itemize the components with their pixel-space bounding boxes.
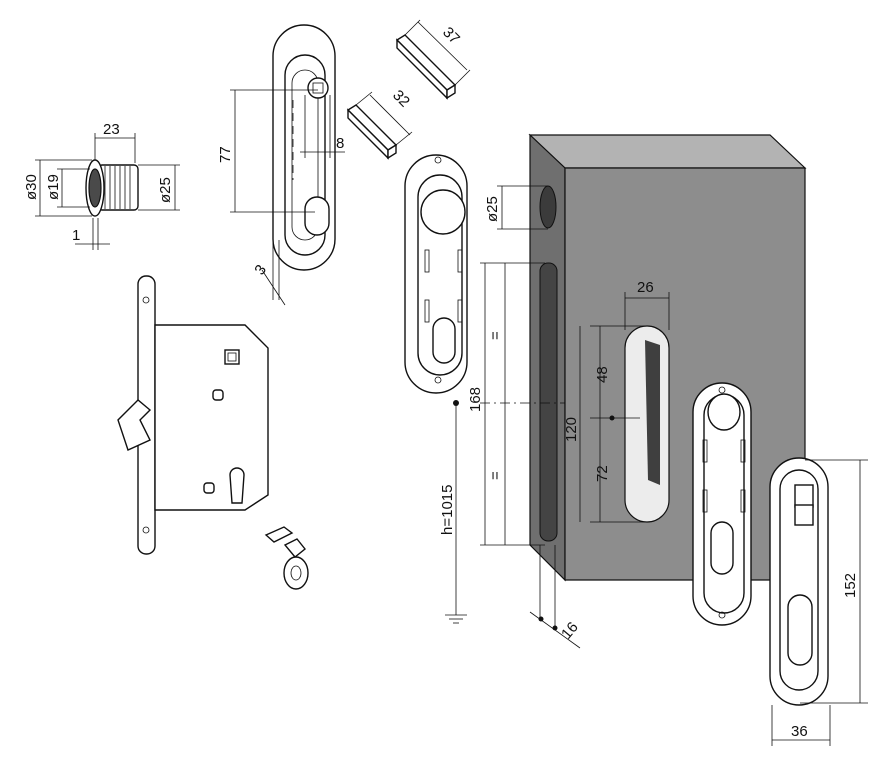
dim-plate-height: 152: [842, 573, 859, 598]
dim-escutcheon-flange: 1: [72, 227, 80, 244]
spindle-long: [395, 34, 457, 100]
dim-lower-len: 72: [594, 465, 611, 482]
pull-handle-middle: [404, 154, 468, 394]
dim-pull-thickness: 3: [251, 262, 270, 279]
pull-knob: [307, 77, 329, 99]
dim-center-span: 120: [563, 417, 580, 442]
key: [264, 526, 309, 590]
dim-escutcheon-width: 23: [103, 121, 120, 138]
middle-knob: [420, 189, 466, 235]
dim-upper-len: 48: [594, 366, 611, 383]
dim-handle-height: h=1015: [439, 485, 456, 535]
dim-pull-offset: 8: [336, 135, 344, 152]
block-top-face: [528, 134, 807, 169]
dim-spindle-long: 37: [439, 24, 463, 48]
dim-equal-top: =: [487, 331, 504, 340]
escutcheon-cup: [85, 159, 139, 217]
dim-escutcheon-inner-dia: ø19: [45, 174, 62, 200]
mortise-lock: [117, 275, 269, 555]
dim-slot-width: 26: [637, 279, 654, 296]
dim-plate-width: 36: [791, 723, 808, 740]
dim-pull-height: 77: [217, 146, 234, 163]
side-groove: [539, 262, 558, 542]
dim-edge-offset: 16: [558, 619, 582, 643]
spindle-hole: [539, 185, 557, 229]
cup-opening: [88, 168, 102, 208]
spindle-short: [346, 104, 398, 160]
pull-handle-top: [272, 24, 336, 271]
pull-oval: [304, 196, 330, 236]
lock-case: [154, 324, 269, 511]
dim-equal-bottom: =: [487, 471, 504, 480]
dim-spindle-short: 32: [389, 87, 413, 111]
pull-plate-front: [769, 457, 829, 706]
dimension-lines: [35, 19, 868, 746]
dim-hole-dia: ø25: [484, 196, 501, 222]
door-block: [528, 133, 807, 582]
slot-shadow: [645, 340, 660, 485]
pull-handle-angled: [692, 382, 752, 626]
keyhole: [229, 467, 245, 504]
dim-escutcheon-outer-dia: ø30: [23, 174, 40, 200]
hook-bolt: [117, 399, 152, 451]
dim-escutcheon-body-dia: ø25: [157, 177, 174, 203]
spindle-square: [224, 349, 240, 365]
dim-total-height: 168: [467, 387, 484, 412]
